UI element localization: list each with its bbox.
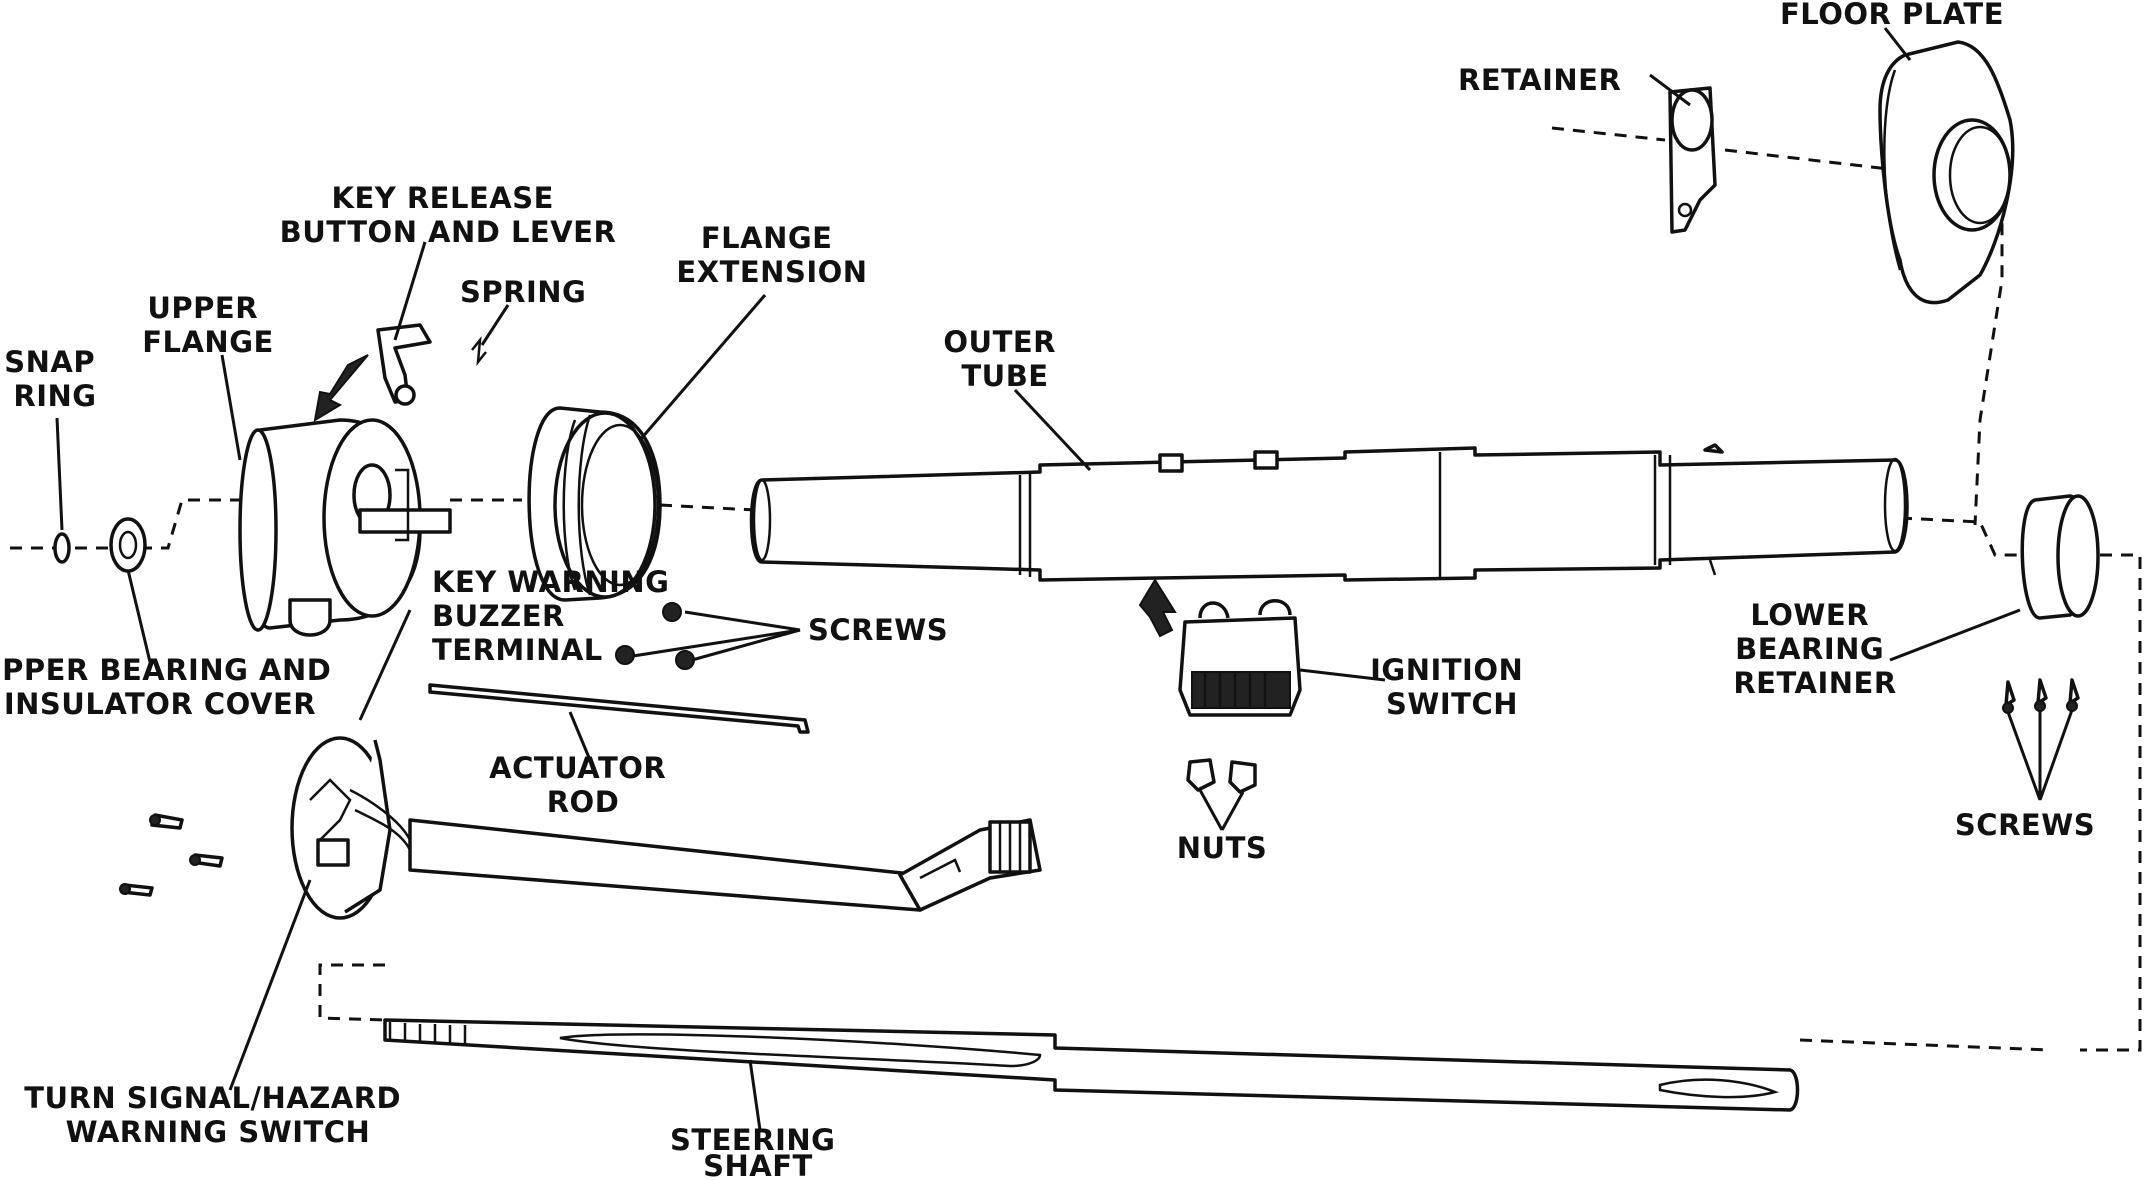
nuts bbox=[1186, 758, 1257, 794]
turn-signal-switch bbox=[290, 736, 1042, 920]
label-floor-plate: FLOOR PLATE bbox=[1780, 0, 2004, 31]
retainer bbox=[1668, 86, 1717, 234]
switch-screws bbox=[119, 813, 224, 897]
upper-bearing bbox=[109, 517, 147, 573]
label-retainer: RETAINER bbox=[1458, 63, 1621, 97]
floor-plate bbox=[1878, 40, 2015, 305]
leader-lines bbox=[55, 27, 2074, 1131]
label-outer-tube: OUTER TUBE bbox=[943, 325, 1066, 393]
key-release-lever bbox=[313, 323, 432, 422]
upper-flange bbox=[238, 418, 452, 637]
label-spring: SPRING bbox=[460, 275, 586, 309]
label-ignition-switch: IGNITION SWITCH bbox=[1370, 653, 1534, 721]
column-screws bbox=[615, 602, 695, 670]
ignition-switch bbox=[1138, 578, 1302, 717]
label-nuts: NUTS bbox=[1177, 831, 1268, 865]
flange-extension bbox=[527, 406, 662, 602]
part-labels: FLOOR PLATE RETAINER KEY RELEASE BUTTON … bbox=[0, 0, 2095, 1180]
label-upper-flange: UPPER FLANGE bbox=[142, 291, 274, 359]
outer-tube bbox=[749, 443, 1909, 582]
label-turn-signal-switch: TURN SIGNAL/HAZARD WARNING SWITCH bbox=[24, 1081, 412, 1149]
label-upper-bearing: UPPER BEARING AND INSULATOR COVER bbox=[0, 653, 342, 721]
label-snap-ring: SNAP RING bbox=[4, 345, 105, 413]
label-screws-lower: SCREWS bbox=[1955, 808, 2095, 842]
steering-shaft bbox=[383, 1018, 1800, 1112]
label-lower-bearing-retainer: LOWER BEARING RETAINER bbox=[1733, 598, 1896, 700]
label-key-release: KEY RELEASE BUTTON AND LEVER bbox=[280, 181, 617, 249]
label-steering-shaft: STEERING SHAFT bbox=[670, 1123, 846, 1180]
spring bbox=[471, 335, 487, 367]
snap-ring bbox=[53, 532, 71, 564]
lower-bearing-screws bbox=[2002, 678, 2080, 714]
actuator-rod bbox=[428, 683, 810, 734]
label-flange-extension: FLANGE EXTENSION bbox=[676, 221, 867, 289]
lower-bearing-retainer bbox=[2020, 494, 2100, 620]
label-screws-upper: SCREWS bbox=[808, 613, 948, 647]
label-actuator-rod: ACTUATOR ROD bbox=[489, 751, 677, 819]
label-key-warning-terminal: KEY WARNING BUZZER TERMINAL bbox=[432, 565, 680, 667]
